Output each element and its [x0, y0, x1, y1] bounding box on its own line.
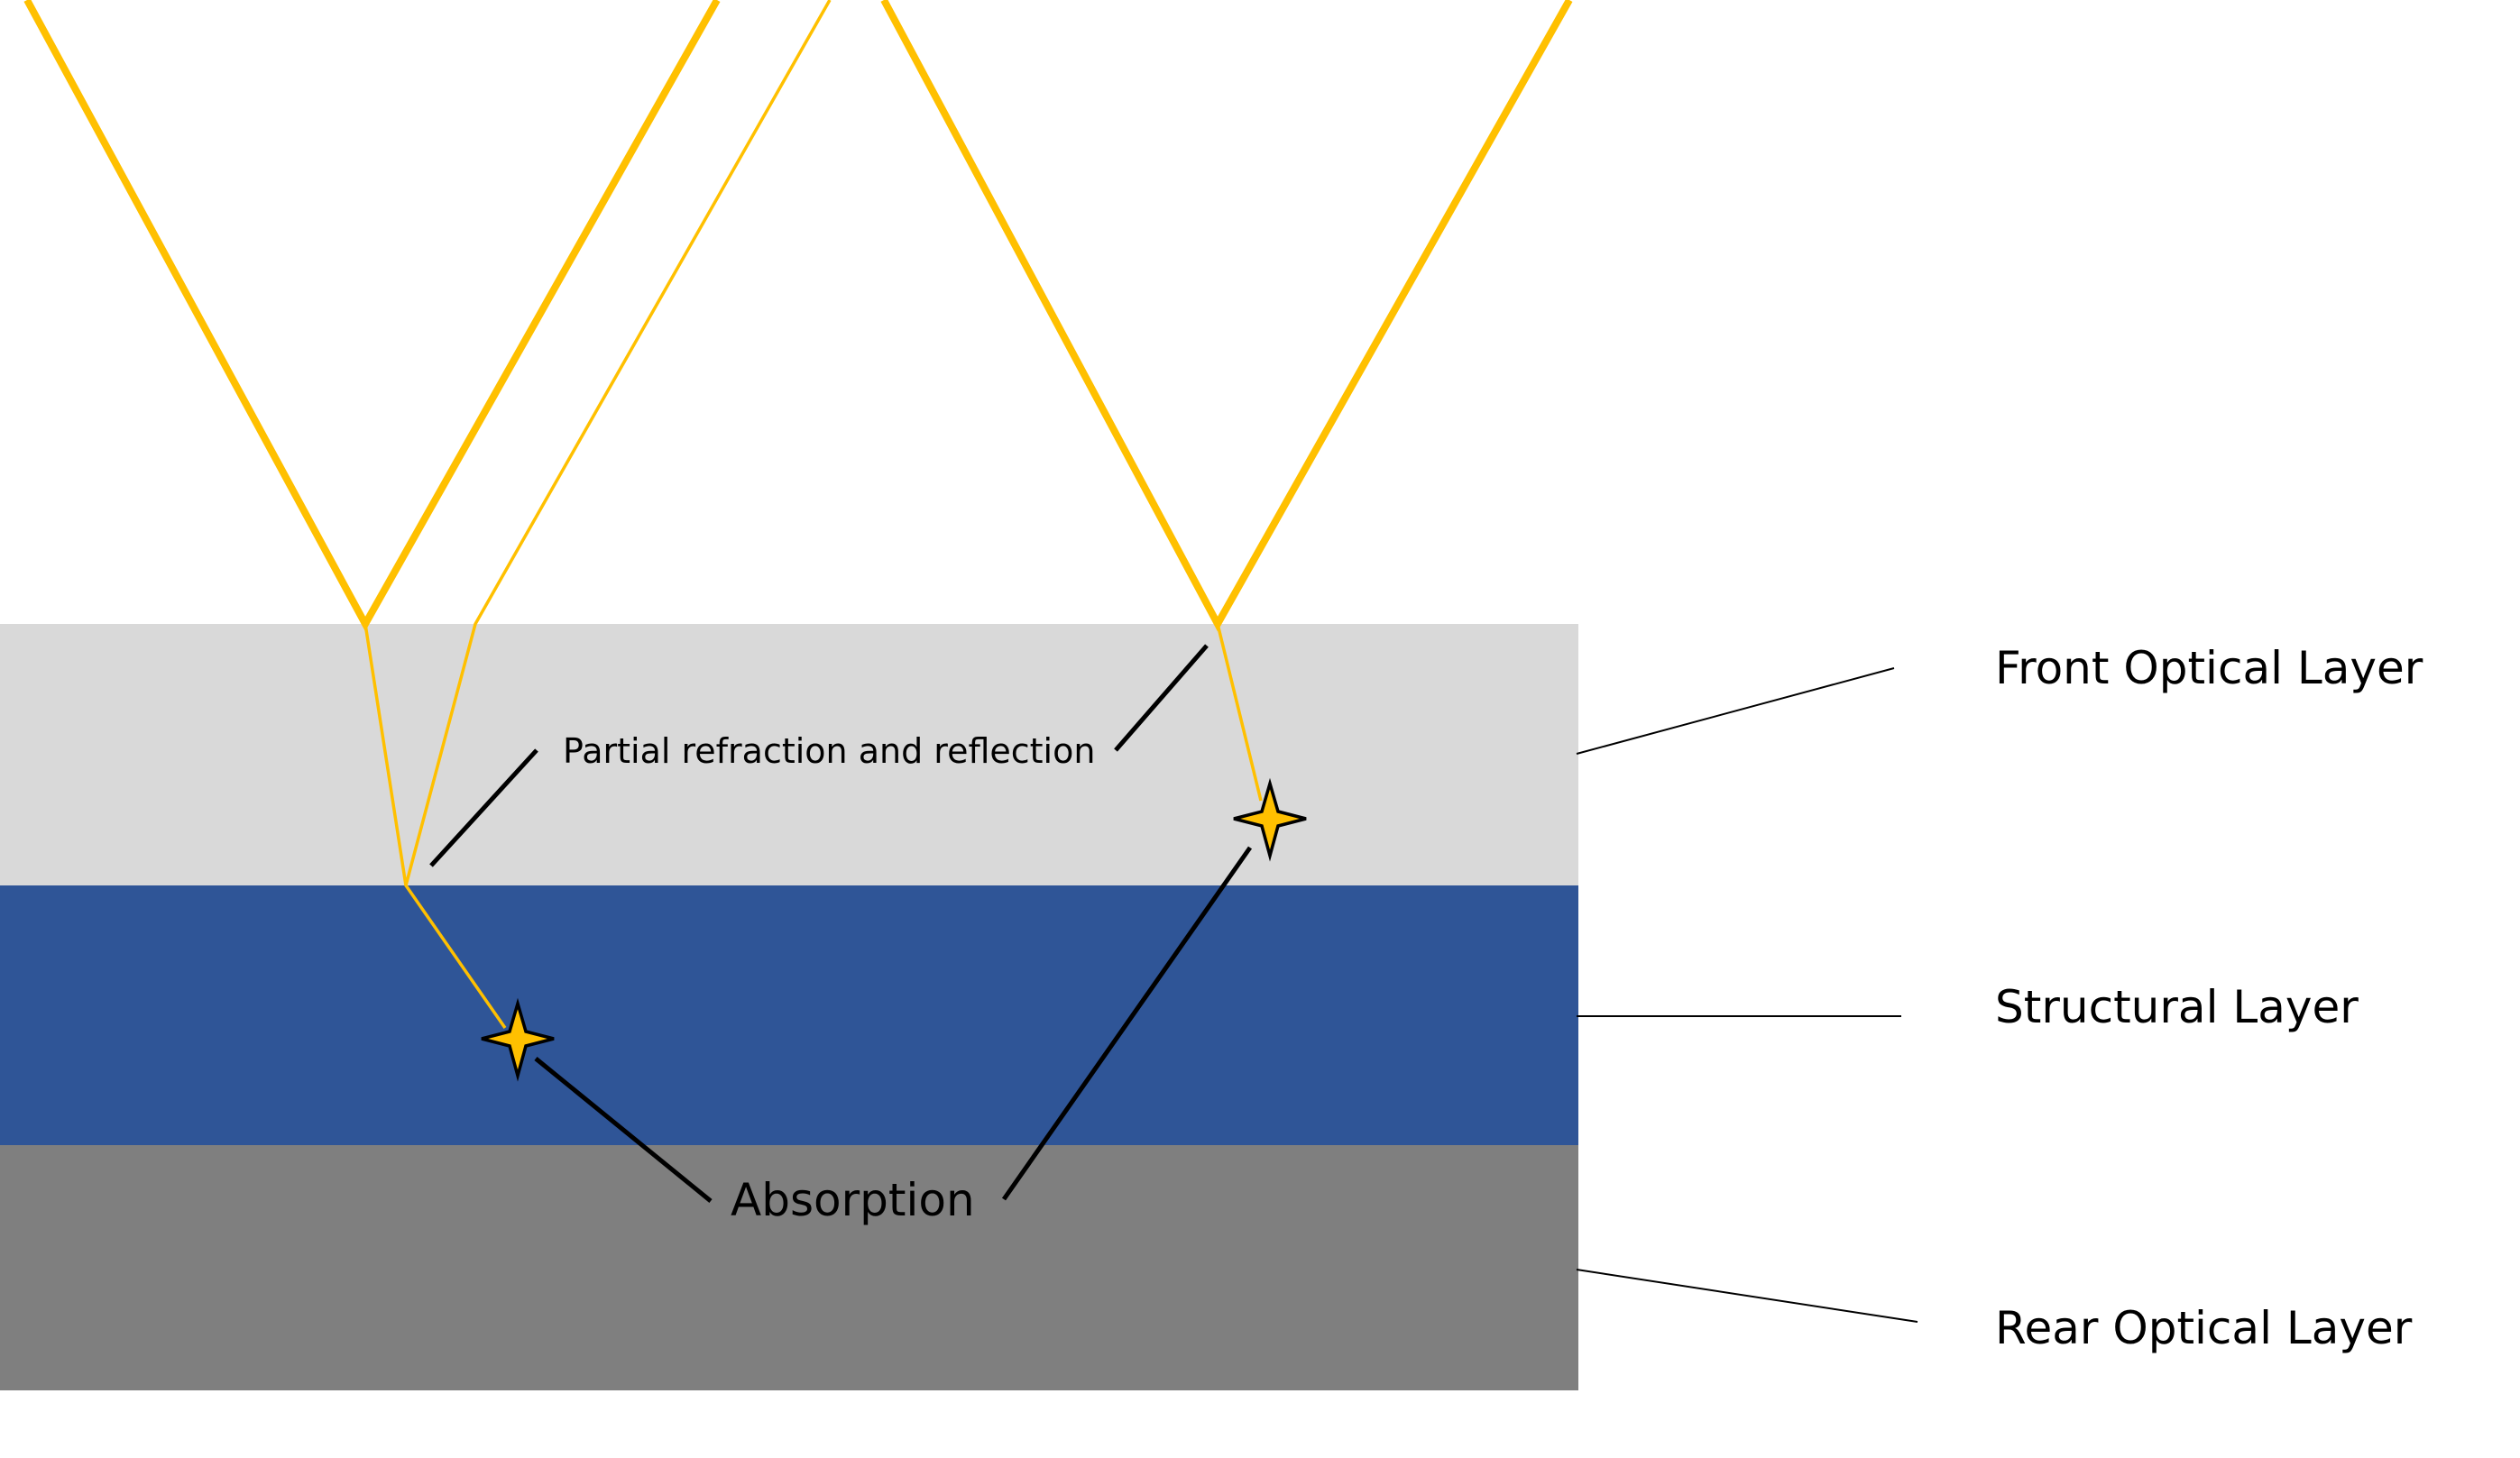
structural-layer-label: Structural Layer — [1995, 981, 2359, 1033]
reflected-ray-left — [404, 0, 832, 886]
refracted-ray-right — [1216, 623, 1263, 802]
leader-partial-left — [429, 748, 538, 867]
four-point-star-icon — [481, 997, 555, 1082]
incident-ray-left — [23, 0, 721, 632]
leader-absorption-left — [534, 1057, 713, 1203]
rear-optical-layer — [0, 1145, 1578, 1390]
leader-rear-layer — [1576, 1269, 1918, 1323]
leader-partial-right — [1114, 644, 1209, 752]
leader-front-layer — [1576, 667, 1895, 755]
absorption-label: Absorption — [731, 1174, 975, 1226]
leader-lines — [429, 644, 1918, 1323]
layer-stack — [0, 624, 1578, 1390]
front-optical-layer-label: Front Optical Layer — [1995, 642, 2423, 694]
structural-layer — [0, 885, 1578, 1145]
four-point-star-icon — [1233, 777, 1307, 862]
incident-ray-right — [880, 0, 1573, 632]
light-rays — [23, 0, 1573, 1029]
leader-absorption-right — [1001, 846, 1253, 1201]
labels: Partial refraction and reflection Absorp… — [563, 642, 2423, 1354]
rear-optical-layer-label: Rear Optical Layer — [1995, 1302, 2413, 1354]
absorption-markers — [481, 777, 1307, 1082]
partial-refraction-label: Partial refraction and reflection — [563, 731, 1095, 771]
front-optical-layer — [0, 624, 1578, 885]
